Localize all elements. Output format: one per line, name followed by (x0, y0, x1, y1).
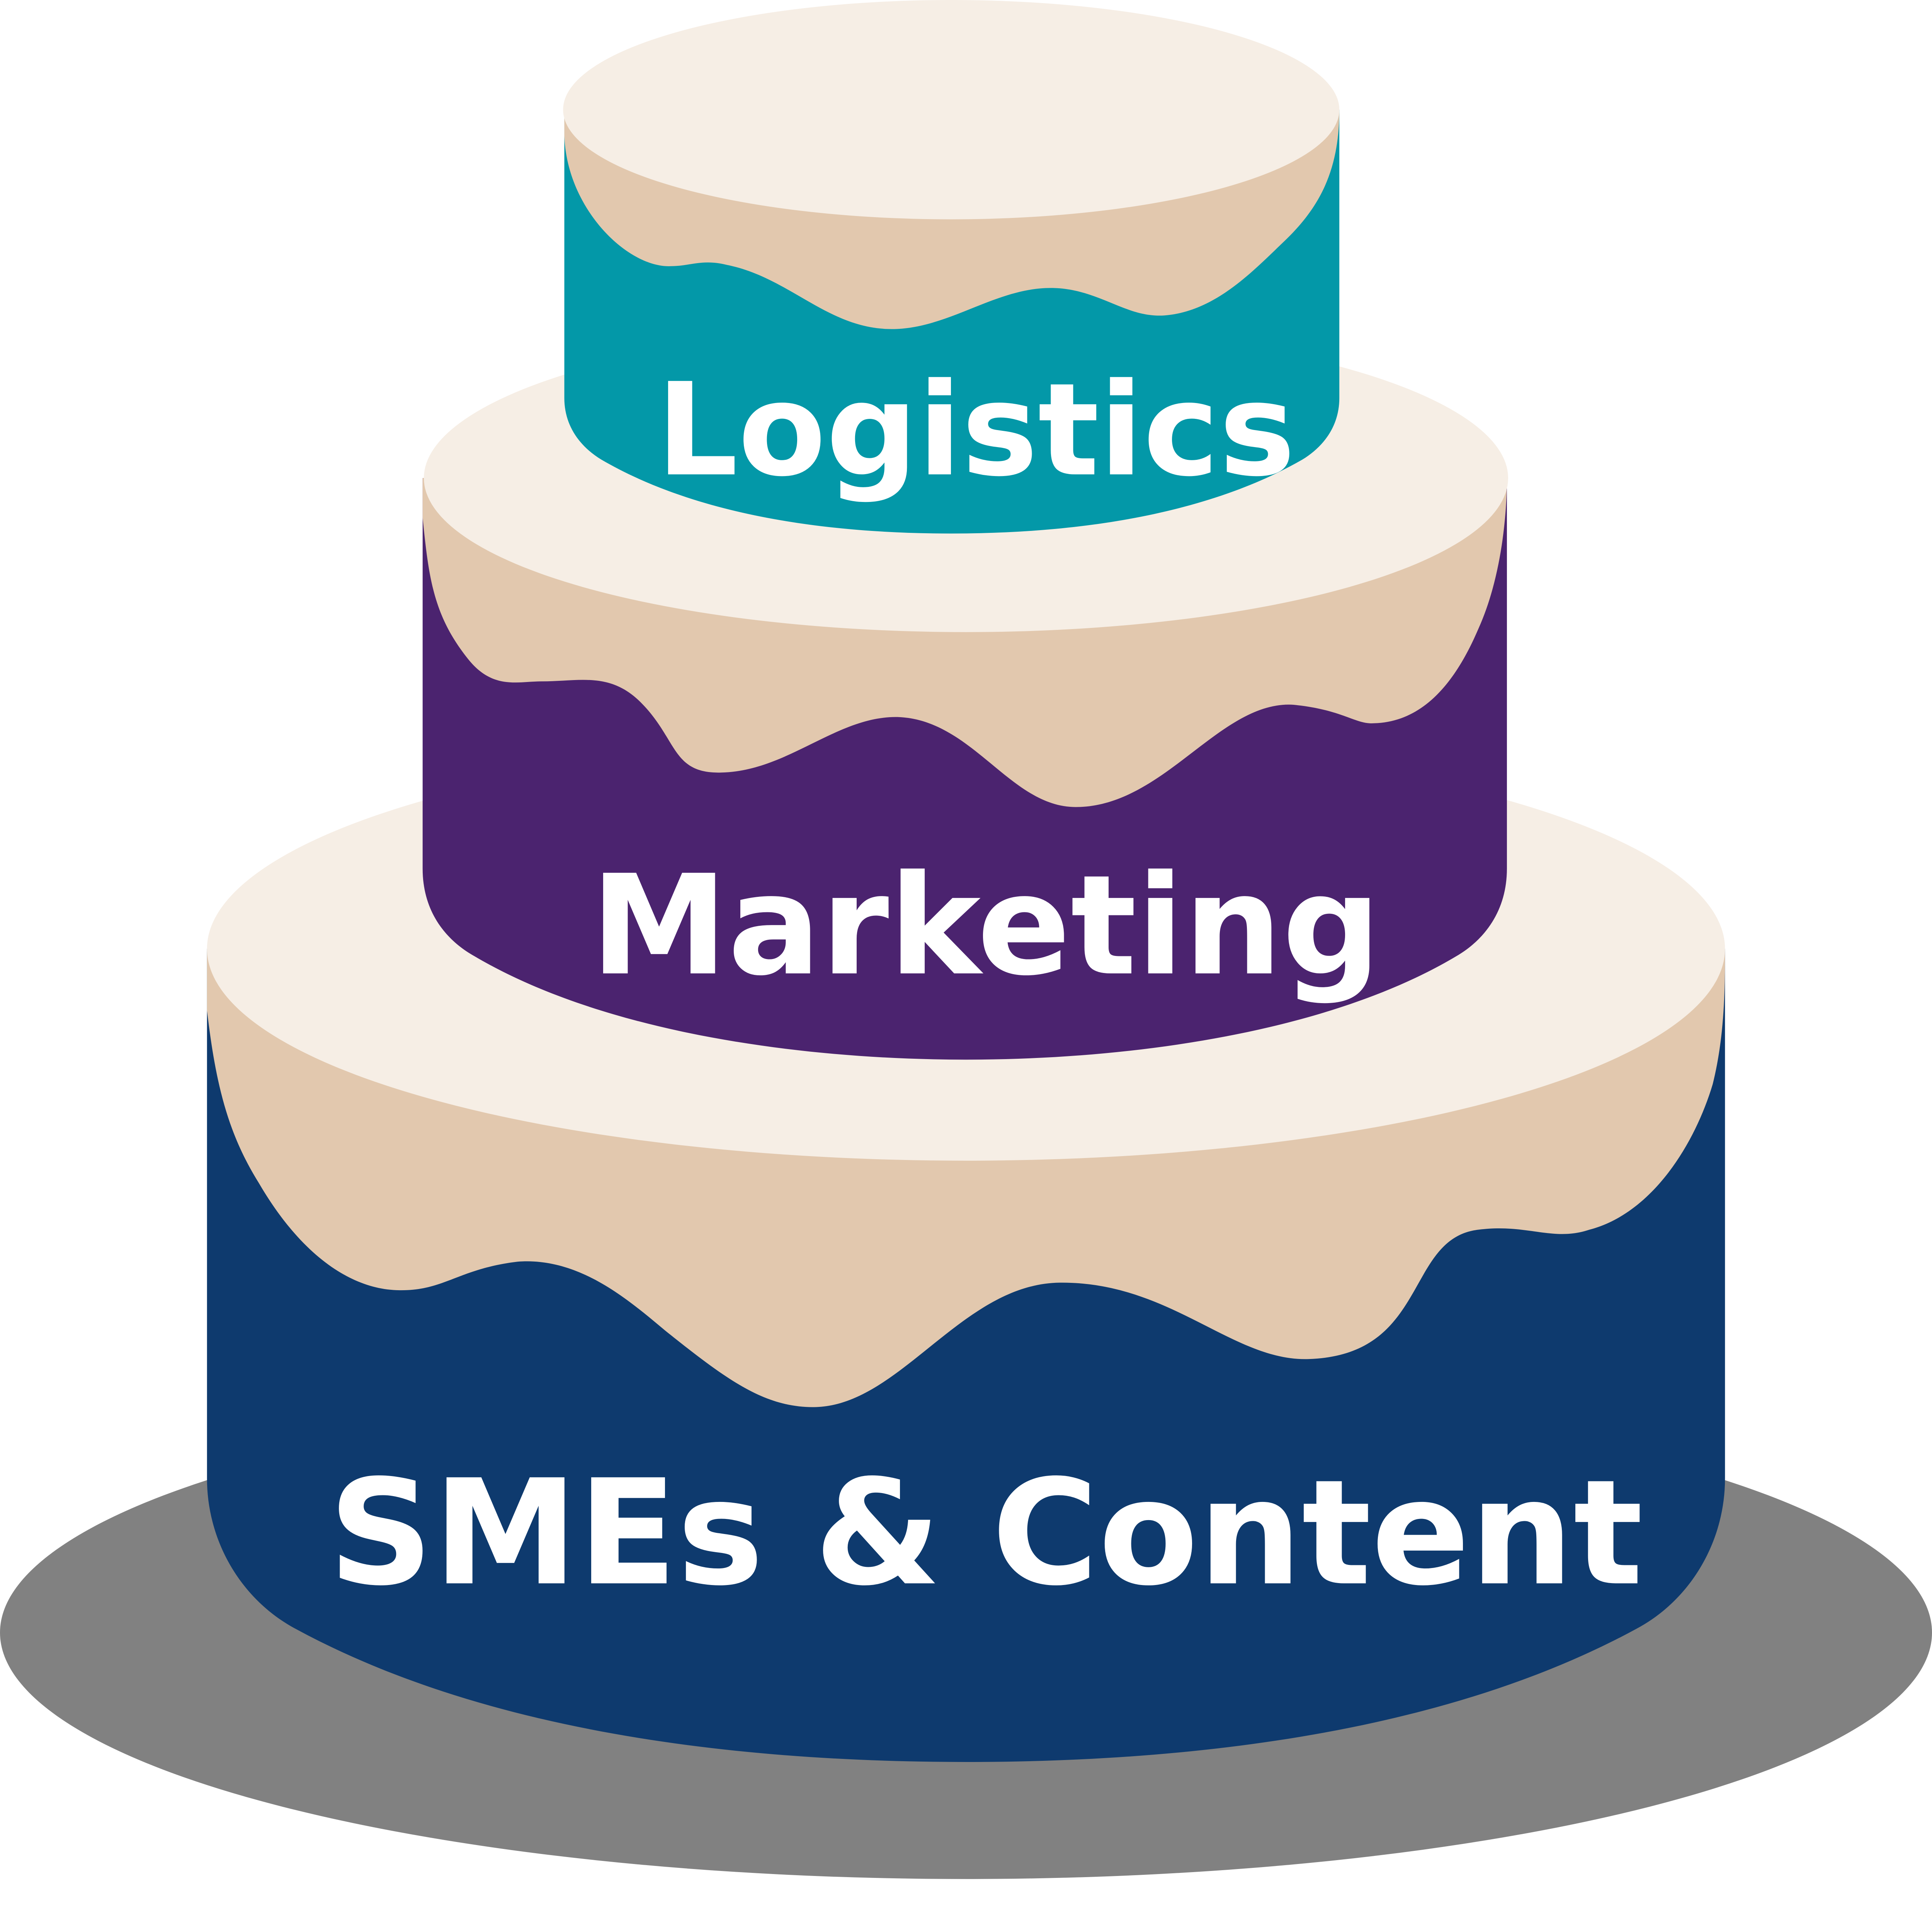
layered-cake-diagram: SMEs & Content Marketing Logistics (0, 0, 1932, 1879)
tier-top-label: Logistics (656, 356, 1296, 505)
tier-top: Logistics (563, 0, 1340, 534)
tier-middle-label: Marketing (590, 845, 1381, 1006)
tier-bottom-label: SMEs & Content (328, 1449, 1643, 1618)
tier-top-top (563, 0, 1340, 219)
